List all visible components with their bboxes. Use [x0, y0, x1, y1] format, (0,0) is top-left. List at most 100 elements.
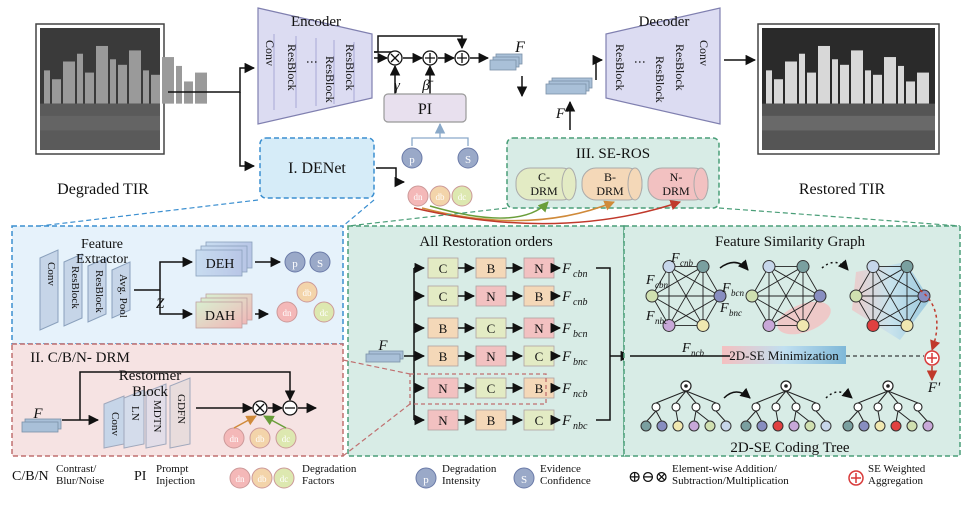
tree-mid-node	[811, 402, 821, 412]
feature-Fprime-stack	[545, 77, 593, 95]
order-step-label: C	[535, 349, 544, 364]
tree-edge	[857, 410, 865, 423]
tree-edge	[685, 390, 697, 404]
building	[865, 70, 871, 104]
seros-zoom-lines	[347, 207, 961, 227]
drm-multiply-op-symbol	[255, 403, 265, 413]
order-output-sub: cbn	[573, 269, 587, 280]
graph-edge	[872, 266, 925, 297]
building	[898, 65, 904, 104]
encoder-block	[257, 7, 373, 125]
drm-skip	[79, 371, 296, 420]
building	[774, 79, 783, 104]
factor-circle-2	[313, 301, 335, 323]
decoder-layer-label: ResBlock	[673, 44, 687, 91]
feature-Fprime-label: F'	[555, 106, 569, 122]
factor-circle	[407, 185, 429, 207]
graph-node-label: F	[681, 341, 691, 356]
tree-mid-node	[913, 402, 923, 412]
tree-edge	[793, 410, 797, 423]
building	[143, 70, 149, 104]
legend-p-circle	[415, 467, 437, 489]
drm-label: C-DRM	[530, 170, 558, 198]
graph-node-sub: ncb	[691, 348, 704, 358]
arrow-factor-mult	[233, 415, 257, 429]
factor-label-3: db	[256, 434, 266, 444]
factor-label: dn	[414, 192, 424, 202]
s-circle-text: S	[465, 154, 471, 166]
legend-factor	[229, 467, 251, 489]
multiply-operator-symbol	[390, 53, 400, 63]
graph-node-label: F	[645, 309, 655, 324]
tree-edge	[887, 390, 919, 404]
building	[195, 72, 207, 104]
factor-label-2: db	[303, 288, 313, 298]
drm-layer-slab	[123, 389, 145, 449]
degraded-tir-label: Degraded TIR	[57, 181, 149, 198]
tree-edge	[897, 410, 913, 423]
arrow-dn-to-ndrm	[413, 200, 681, 225]
graph-node	[745, 289, 759, 303]
tree-edge	[857, 390, 889, 404]
fe-layer-slab	[111, 261, 131, 319]
ncb-zoom-lines	[342, 359, 411, 457]
tree-edge	[895, 410, 899, 423]
denet-box	[259, 137, 375, 199]
tree-edge	[745, 410, 757, 423]
encoder-layer-label: ResBlock	[323, 56, 337, 103]
building	[110, 59, 116, 104]
factor-circle	[451, 185, 473, 207]
coding-tree-2	[740, 380, 832, 432]
tree-edge	[645, 410, 657, 423]
fe-layer-slab	[39, 249, 59, 331]
skip-arrow	[374, 35, 468, 53]
tree-mid-node	[751, 402, 761, 412]
graph-node	[662, 260, 676, 274]
tree-root-dot	[886, 384, 890, 388]
tree-leaf	[804, 420, 816, 432]
add-operator-symbol	[425, 53, 435, 63]
order-step-label: B	[487, 413, 496, 428]
coding-tree-3	[842, 380, 934, 432]
tree-mid-node	[893, 402, 903, 412]
graph-node-sub: cnb	[680, 258, 693, 268]
factor-label: dc	[458, 192, 467, 202]
graph-node	[645, 289, 659, 303]
graph-node	[762, 318, 776, 332]
graph-node	[900, 318, 914, 332]
p-circle-text: p	[409, 154, 415, 166]
order-step-label: N	[534, 321, 544, 336]
pi-box	[383, 93, 467, 123]
order-step-label: C	[487, 321, 496, 336]
graph-node-sub: cbn	[655, 280, 668, 290]
drm-cylinder-cap	[627, 167, 643, 201]
building	[44, 70, 50, 104]
fe-layer-slab	[87, 257, 107, 323]
building	[96, 45, 108, 104]
graph-edge	[768, 266, 804, 326]
drm-input-label: F	[32, 406, 43, 422]
encoder-layer-label: ResBlock	[343, 44, 357, 91]
building	[832, 59, 838, 104]
factor-circle-3	[249, 427, 271, 449]
order-step-label: B	[487, 261, 496, 276]
feature-graph-3	[849, 260, 931, 332]
factor-label: db	[436, 192, 446, 202]
feature-F-label: F	[514, 39, 525, 56]
arrow-denet-out	[376, 167, 406, 188]
tree-edge	[877, 390, 889, 404]
tree-mid-node	[711, 402, 721, 412]
graph-node	[900, 260, 914, 274]
feature-F-stack	[489, 53, 523, 71]
order-step-label: B	[439, 349, 448, 364]
feature-graph-2	[745, 260, 827, 332]
tree-leaf	[858, 420, 870, 432]
tree-title: 2D-SE Coding Tree	[730, 440, 850, 456]
order-output-label: F	[561, 413, 572, 429]
restored-tir-label: Restored TIR	[799, 181, 886, 198]
graph-edge	[751, 295, 804, 326]
order-output-sub: nbc	[573, 421, 588, 432]
building	[766, 70, 772, 104]
graph-edge	[668, 266, 704, 326]
tree-leaf	[656, 420, 668, 432]
